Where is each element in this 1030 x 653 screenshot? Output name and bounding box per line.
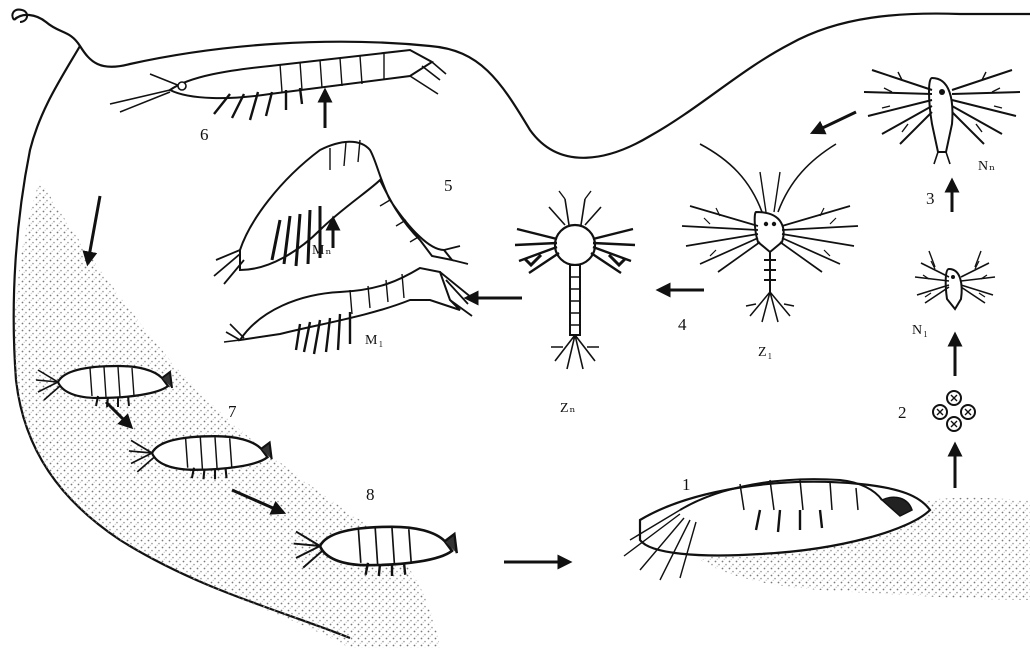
label-stage-6: 6 (200, 125, 209, 144)
zoea-n-larva (515, 191, 635, 369)
zoea-1-larva (682, 144, 858, 322)
label-stage-1: 1 (682, 475, 691, 494)
label-zoea-1: Z₁ (758, 345, 773, 360)
label-stage-5: 5 (444, 176, 453, 195)
label-stage-8: 8 (366, 485, 375, 504)
coastline-outline (14, 14, 1030, 158)
label-stage-3: 3 (926, 189, 935, 208)
label-stage-4: 4 (678, 315, 687, 334)
label-mysis-n: Mₙ (312, 243, 333, 258)
arrow-nn-to-z1 (814, 112, 856, 132)
nauplius-1-larva (915, 251, 995, 309)
label-stage-2: 2 (898, 403, 907, 422)
mysis-n-larva (214, 140, 468, 284)
nauplius-n-larva (864, 70, 1020, 164)
arrow-postlarva-to-shore (88, 196, 100, 262)
eggs-cluster (933, 391, 975, 431)
label-zoea-n: Zₙ (560, 401, 577, 416)
postlarva-shrimp (110, 50, 446, 120)
label-stage-7: 7 (228, 402, 237, 421)
label-nauplius-1: N₁ (912, 323, 929, 338)
label-mysis-1: M₁ (365, 333, 384, 348)
label-nauplius-n: Nₙ (978, 159, 996, 174)
mysis-1-larva (224, 268, 472, 354)
